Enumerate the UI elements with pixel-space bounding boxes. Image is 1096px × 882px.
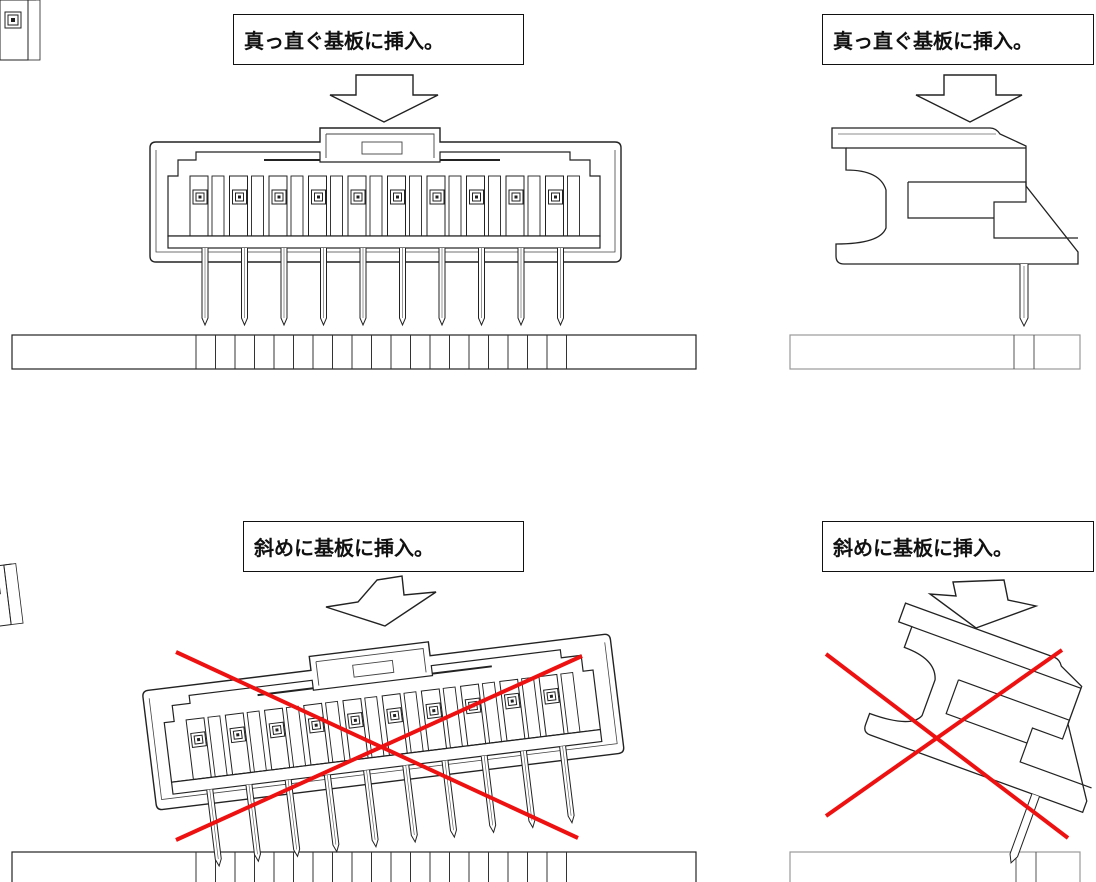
connector-pin <box>441 760 457 839</box>
label-straight-front: 真っ直ぐ基板に挿入。 <box>233 14 524 65</box>
connector-cell <box>268 175 304 237</box>
down-arrow-icon <box>915 74 1023 123</box>
connector-pin <box>284 779 301 858</box>
pcb-board <box>11 851 697 882</box>
connector-pin <box>363 769 379 849</box>
connector-cell <box>185 715 228 781</box>
connector-pin <box>323 774 340 853</box>
down-arrow-icon <box>325 575 437 627</box>
angled-side-view <box>789 579 1092 882</box>
connector-cell <box>466 175 501 237</box>
connector-cell <box>505 175 541 237</box>
connector-pin <box>402 765 418 844</box>
pcb-board <box>11 334 697 370</box>
pcb-board <box>789 851 1081 882</box>
connector-cell <box>303 700 346 766</box>
connector-cell <box>538 672 581 737</box>
prohibited-cross-icon <box>175 650 579 840</box>
straight-front-view <box>0 0 697 370</box>
connector-cell <box>387 175 422 237</box>
prohibited-cross-icon <box>824 652 1070 840</box>
connector-cell <box>499 676 542 742</box>
down-arrow-icon <box>927 579 1039 629</box>
label-angled-side: 斜めに基板に挿入。 <box>822 521 1094 572</box>
label-angled-front: 斜めに基板に挿入。 <box>243 521 524 572</box>
connector-pin <box>519 750 536 829</box>
connector-cell <box>347 175 383 237</box>
connector-cell <box>545 175 580 237</box>
pcb-board <box>789 334 1081 370</box>
connector-cell <box>426 175 462 237</box>
connector-cell <box>308 175 343 237</box>
connector-pin <box>206 789 222 868</box>
connector-pin <box>480 755 497 834</box>
angled-front-view <box>0 491 697 882</box>
straight-side-view <box>789 74 1081 370</box>
connector-cell <box>229 175 264 237</box>
connector-pin <box>245 784 261 863</box>
down-arrow-icon <box>329 74 439 123</box>
connector-cell <box>189 175 225 237</box>
connector-cell <box>224 710 267 776</box>
connector-pin <box>559 745 575 824</box>
label-straight-side: 真っ直ぐ基板に挿入。 <box>822 14 1094 65</box>
